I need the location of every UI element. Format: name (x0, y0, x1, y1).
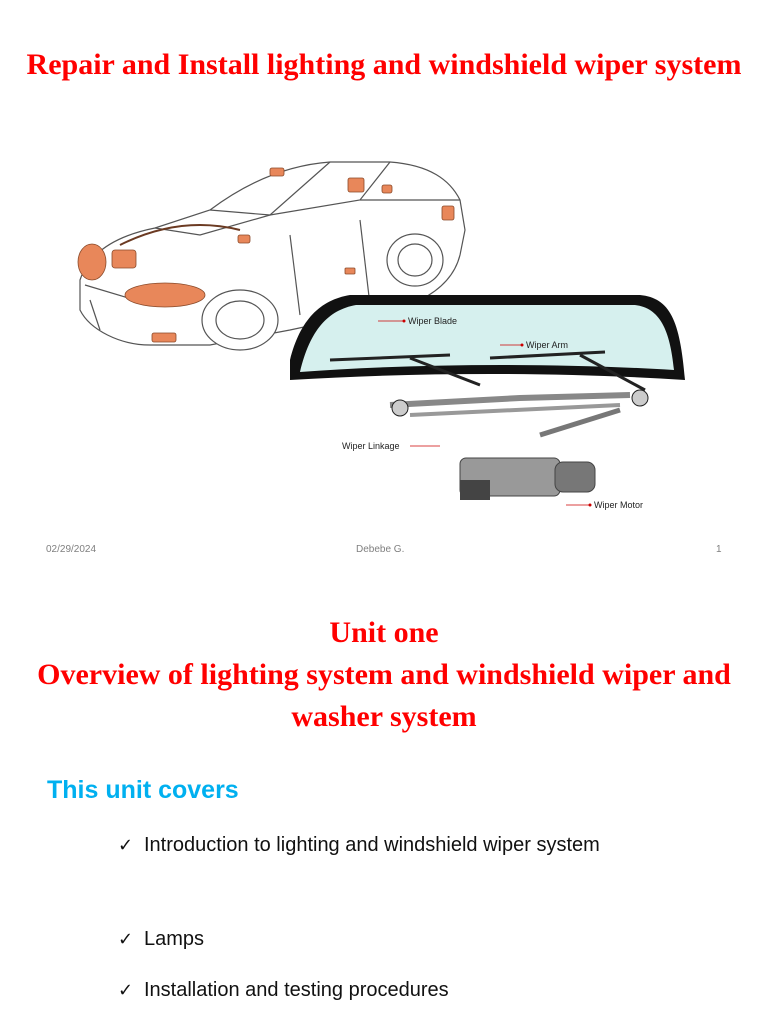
label-wiper-arm: Wiper Arm (526, 340, 568, 350)
car-drawing (79, 161, 466, 351)
list-item-text: Installation and testing procedures (144, 979, 449, 1001)
windshield-drawing (290, 295, 685, 380)
section-heading: This unit covers (47, 776, 239, 804)
wiper-assembly (329, 350, 649, 438)
car-wiper-illustration: Wiper Blade Wiper Arm Wiper Linkage Wipe… (77, 161, 685, 510)
headlamp-left (77, 243, 107, 281)
check-icon: ✓ (118, 929, 134, 950)
check-icon: ✓ (118, 980, 134, 1001)
slide-2: Unit one Overview of lighting system and… (0, 570, 768, 1024)
list-item-text: Lamps (144, 928, 205, 950)
list-item: ✓ Lamps (118, 928, 204, 951)
list-item: ✓ Installation and testing procedures (118, 979, 449, 1002)
list-item-text: Introduction to lighting and windshield … (144, 834, 600, 856)
lighting-components (77, 167, 455, 343)
list-item: ✓ Introduction to lighting and windshield… (118, 834, 600, 857)
footer-author: Debebe G. (356, 544, 405, 555)
title-line-2: Overview of lighting system and windshie… (37, 658, 731, 733)
title-line-1: Unit one (329, 616, 439, 649)
label-wiper-blade: Wiper Blade (408, 316, 457, 326)
check-icon: ✓ (118, 835, 134, 856)
slide-title: Repair and Install lighting and windshie… (26, 48, 742, 81)
footer-page-number: 1 (716, 544, 722, 555)
slide-1: Repair and Install lighting and windshie… (26, 48, 742, 555)
wiring-harness (119, 224, 241, 246)
wiper-motor-drawing (459, 457, 596, 500)
label-wiper-motor: Wiper Motor (594, 500, 643, 510)
slide-title: Unit one Overview of lighting system and… (20, 612, 748, 738)
footer-date: 02/29/2024 (46, 544, 97, 555)
headlamp-right (124, 282, 206, 308)
label-wiper-linkage: Wiper Linkage (342, 441, 400, 451)
